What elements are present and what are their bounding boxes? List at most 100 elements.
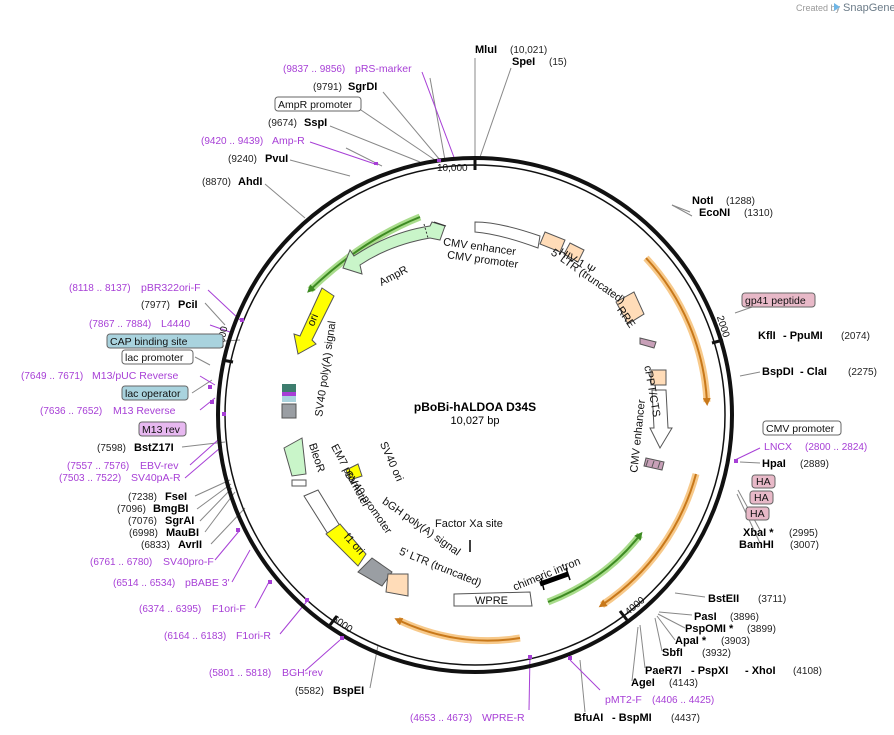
enzyme-econi-pos: (1310) (744, 208, 773, 219)
primer-bgh-pos: (5801 .. 5818) (209, 668, 271, 679)
sv40-polya-blocks (281, 384, 297, 419)
primer-m13rev: M13 Reverse (113, 405, 176, 417)
enzyme-sgrai: SgrAI (165, 515, 194, 527)
ha-label-3: HA (750, 508, 765, 520)
enzyme-mlui: MluI (475, 44, 497, 56)
rre-box (615, 291, 645, 325)
primer-leader-lines (184, 71, 761, 711)
enzyme-ppumi: - PpuMI (783, 330, 823, 342)
cppt-box (650, 369, 667, 386)
lac-operator-label: lac operator (125, 388, 181, 400)
feature-wpre: WPRE (475, 595, 508, 607)
ha-box-1 (751, 474, 776, 489)
cap-binding-site-label: CAP binding site (110, 336, 188, 348)
m13-rev-box (138, 421, 187, 437)
enzyme-bmgbi-pos: (7096) (117, 504, 146, 515)
enzyme-kfli: KflI (758, 330, 776, 342)
bleor-arrow (283, 437, 307, 487)
enzyme-pasi-pos: (3896) (730, 612, 759, 623)
cap-binding-site-box (106, 333, 224, 349)
plasmid-size: 10,027 bp (451, 415, 500, 427)
feature-ori: ori (305, 312, 321, 328)
enzyme-noti-pos: (1288) (726, 196, 755, 207)
ampr-arrow (342, 221, 446, 275)
enzyme-bstz17i: BstZ17I (134, 442, 174, 454)
enzyme-fsei-pos: (7238) (128, 492, 157, 503)
primer-sv40pro-pos: (6761 .. 6780) (90, 557, 152, 568)
primer-markers (208, 159, 738, 660)
primer-sv40pro: SV40pro-F (163, 556, 214, 568)
tick-label-10000: 10,000 (437, 163, 468, 174)
enzyme-sgrai-pos: (7076) (128, 516, 157, 527)
feature-ampr: AmpR (377, 264, 410, 289)
wpre-arrow (453, 591, 533, 607)
hiv-psi-box (539, 231, 585, 263)
feature-factor-xa: Factor Xa site (435, 518, 503, 530)
primer-pbr: pBR322ori-F (141, 282, 201, 294)
gp41-label: gp41 peptide (745, 295, 806, 307)
cmv-promoter-label: CMV promoter (766, 423, 835, 435)
enzyme-mlui-pos: (10,021) (510, 45, 547, 56)
primer-f1orir-pos: (6164 .. 6183) (164, 631, 226, 642)
enzyme-bspdi-pos: (2275) (848, 367, 877, 378)
enzyme-spei: SpeI (512, 56, 535, 68)
ha-box-2 (749, 490, 774, 505)
enzyme-bstz17i-pos: (7598) (97, 443, 126, 454)
enzyme-pvui-pos: (9240) (228, 154, 257, 165)
primer-pbabe: pBABE 3' (185, 577, 230, 589)
position-ticks (221, 158, 724, 626)
ha-label-1: HA (756, 476, 771, 488)
ltr-bottom-box (385, 573, 409, 597)
primer-wpre-pos: (4653 .. 4673) (410, 713, 472, 724)
primer-lncx-pos: (2800 .. 2824) (805, 442, 867, 453)
enzyme-avrii: AvrII (178, 539, 202, 551)
enzyme-apai: ApaI * (675, 635, 707, 647)
primer-m13rev-pos: (7636 .. 7652) (40, 406, 102, 417)
enzyme-spei-pos: (15) (549, 57, 567, 68)
feature-sv40-ori: SV40 ori (377, 440, 405, 483)
enzyme-sgrdi: SgrDI (348, 81, 377, 93)
lac-operator-box (121, 385, 189, 401)
primer-sv40pa: SV40pA-R (131, 472, 181, 484)
f1-ori-arrow (325, 523, 367, 567)
enzyme-hpai-pos: (2889) (800, 459, 829, 470)
primer-pbr-pos: (8118 .. 8137) (69, 283, 131, 294)
ampr-promoter-label: AmpR promoter (278, 99, 353, 111)
enzyme-paer7i: PaeR7I (645, 665, 682, 677)
enzyme-pspxi: - PspXI (691, 665, 728, 677)
enzyme-bspmi: - BspMI (612, 712, 652, 724)
primer-prs: pRS-marker (355, 63, 412, 75)
chimeric-intron-bar (539, 567, 571, 591)
enzyme-avrii-pos: (6833) (141, 540, 170, 551)
snapgene-brand: SnapGene (843, 2, 894, 14)
enzyme-ahdi-pos: (8870) (202, 177, 231, 188)
primer-f1orir: F1ori-R (236, 630, 271, 642)
enzyme-paer7i-pos: (4108) (793, 666, 822, 677)
enzyme-maubi: MauBI (166, 527, 199, 539)
snapgene-logo-icon (834, 3, 840, 11)
enzyme-bsteii-pos: (3711) (758, 594, 786, 605)
enzyme-pcii-pos: (7977) (141, 300, 170, 311)
enzyme-xbai-pos: (2995) (789, 528, 818, 539)
ampr-promoter-mark (433, 221, 447, 227)
enzyme-pspomi: PspOMI * (685, 623, 734, 635)
enzyme-bspei-pos: (5582) (295, 686, 324, 697)
enzyme-bmgbi: BmgBI (153, 503, 188, 515)
primer-bgh: BGH-rev (282, 667, 324, 679)
enzyme-bspei: BspEI (333, 685, 364, 697)
enzyme-sbfi-pos: (3932) (702, 648, 731, 659)
enzyme-sbfi: SbfI (662, 647, 683, 659)
enzyme-maubi-pos: (6998) (129, 528, 158, 539)
cmv-promoter-box (762, 420, 842, 436)
enzyme-sgrdi-pos: (9791) (313, 82, 342, 93)
enzyme-pvui: PvuI (265, 153, 288, 165)
orange-features (394, 255, 711, 645)
primer-m13puc: M13/pUC Reverse (92, 370, 179, 382)
primer-f1orif: F1ori-F (212, 603, 246, 615)
enzyme-clai: - ClaI (800, 366, 827, 378)
primer-l4440-pos: (7867 .. 7884) (89, 319, 151, 330)
enzyme-xhoi: - XhoI (745, 665, 776, 677)
ha-tags-block (643, 457, 665, 471)
primer-sv40pa-pos: (7503 .. 7522) (59, 473, 121, 484)
